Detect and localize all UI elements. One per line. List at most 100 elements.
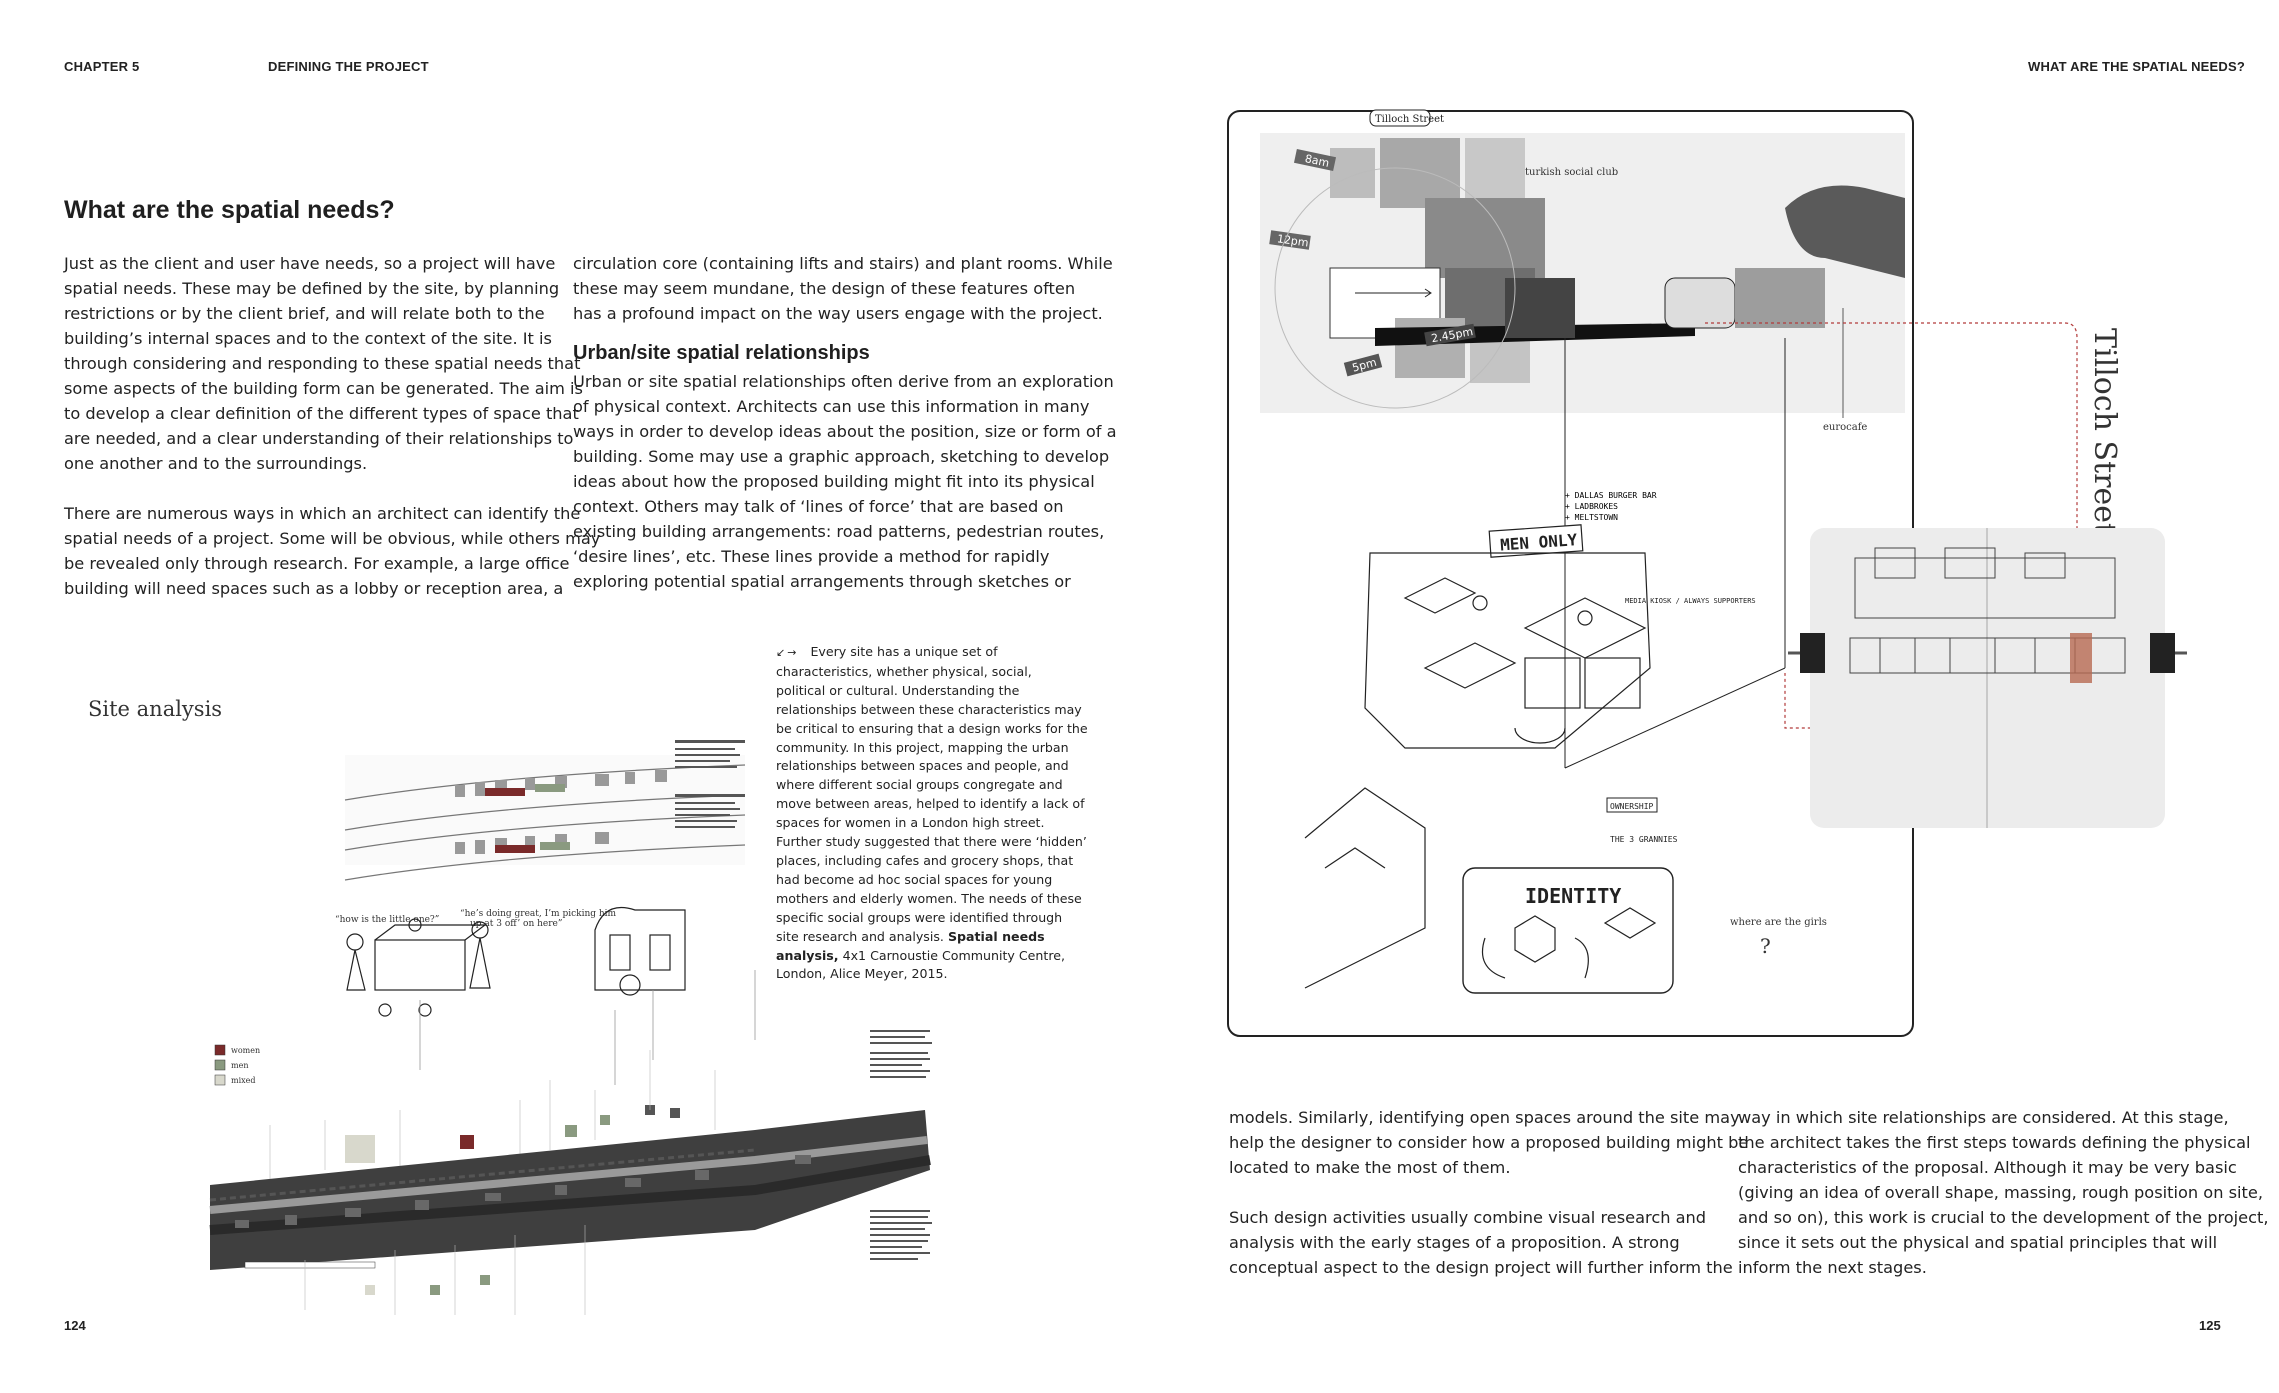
identity-box xyxy=(1462,867,1674,994)
caption-line: specific social groups were identified t… xyxy=(776,909,1063,925)
turkish-label: turkish social club xyxy=(1525,167,1618,178)
caption-line: spaces for women in a London high street… xyxy=(776,815,1045,831)
time-tag-5pm: 5pm xyxy=(1351,356,1378,375)
lower-markers xyxy=(304,1225,586,1315)
legend: women men mixed xyxy=(214,1044,260,1086)
caption-line: mothers and elderly women. The needs of … xyxy=(776,890,1082,906)
left-col1-line: building will need spaces such as a lobb… xyxy=(64,579,564,598)
left-col2-line: of physical context. Architects can use … xyxy=(573,397,1090,416)
question-mark: ? xyxy=(1760,934,1771,958)
caption-line: relationships between spaces and people,… xyxy=(776,758,1069,774)
speech-label-2: “he’s doing great, I’m picking him xyxy=(460,908,617,919)
right-col2-line: (giving an idea of overall shape, massin… xyxy=(1738,1183,2263,1202)
left-col1-line: some aspects of the building form can be… xyxy=(64,379,583,398)
caption-line: had become ad hoc social spaces for youn… xyxy=(776,871,1053,887)
binder-clip-left xyxy=(1800,633,1825,673)
paragraph-2: There are numerous ways in which an arch… xyxy=(64,501,600,601)
caption-line: political or cultural. Understanding the xyxy=(776,682,1020,698)
paragraph-6: Such design activities usually combine v… xyxy=(1229,1205,1748,1280)
caption-line: Further study suggested that there were … xyxy=(776,834,1087,850)
legend-swatch-women xyxy=(214,1044,226,1056)
street-vertical-label: Tilloch Street xyxy=(2087,328,2122,535)
sketch-note: MEDIA KIOSK / ALWAYS SUPPORTERS xyxy=(1625,597,1756,605)
running-title: WHAT ARE THE SPATIAL NEEDS? xyxy=(2028,59,2246,74)
map-markers xyxy=(269,1050,716,1180)
right-col1-line: Such design activities usually combine v… xyxy=(1229,1208,1707,1227)
caption-line: move between areas, helped to identify a… xyxy=(776,796,1085,812)
left-col2-line: has a profound impact on the way users e… xyxy=(573,304,1103,323)
right-column-1: models. Similarly, identifying open spac… xyxy=(1229,1105,1748,1305)
caption-line: characteristics, whether physical, socia… xyxy=(776,663,1032,679)
identity-sketch xyxy=(1481,907,1657,979)
speech-label-2b: up at 3 off’ on here” xyxy=(470,919,562,929)
highlight-mark xyxy=(2070,633,2092,683)
page-number-right: 125 xyxy=(2199,1318,2221,1333)
figure-title: Site analysis xyxy=(88,697,223,721)
legend-swatch-mixed xyxy=(214,1074,226,1086)
right-col2-line: since it sets out the physical and spati… xyxy=(1738,1233,2218,1252)
left-col2-line: ways in order to develop ideas about the… xyxy=(573,422,1117,441)
sketchbook xyxy=(1788,528,2187,828)
left-column-2: circulation core (containing lifts and s… xyxy=(573,251,1117,594)
left-col2-line: Urban or site spatial relationships ofte… xyxy=(573,372,1114,391)
left-col1-line: through considering and responding to th… xyxy=(64,354,581,373)
paragraph-3: circulation core (containing lifts and s… xyxy=(573,251,1117,326)
people-sketch xyxy=(346,918,491,1017)
note-ladbrokes: + LADBROKES xyxy=(1565,502,1618,511)
urban-relationships-figure: Tilloch Street 8am 12pm 2.45pm 5pm turki… xyxy=(1227,109,2187,1037)
left-col2-line: context. Others may talk of ‘lines of fo… xyxy=(573,497,1064,516)
legend-label-men: men xyxy=(231,1061,248,1070)
caption-bold: Spatial needs xyxy=(947,928,1045,944)
left-col1-line: There are numerous ways in which an arch… xyxy=(64,504,581,523)
note-meltstown: + MELTSTOWN xyxy=(1565,513,1618,522)
figure-caption: ↙→ Every site has a unique set of charac… xyxy=(776,643,1088,984)
speech-label-1: “how is the little one?” xyxy=(335,914,439,925)
time-tag-12pm: 12pm xyxy=(1276,232,1309,249)
caption-tail: 4x1 Carnoustie Community Centre, xyxy=(838,947,1065,963)
site-analysis-figure: “how is the little one?” “he’s doing gre… xyxy=(209,740,932,1315)
left-col2-line: circulation core (containing lifts and s… xyxy=(573,254,1113,273)
right-col1-line: help the designer to consider how a prop… xyxy=(1229,1133,1749,1152)
left-col2-line: ideas about how the proposed building mi… xyxy=(573,472,1095,491)
identity-sign: IDENTITY xyxy=(1525,884,1621,908)
ownership-note: OWNERSHIP xyxy=(1610,802,1654,811)
grannies-note: THE 3 GRANNIES xyxy=(1610,835,1678,844)
legend-label-women: women xyxy=(231,1046,260,1055)
left-col1-line: to develop a clear definition of the dif… xyxy=(64,404,579,423)
caption-line: community. In this project, mapping the … xyxy=(776,739,1069,755)
chapter-label: CHAPTER 5 xyxy=(64,59,140,74)
eurocafe-label: eurocafe xyxy=(1823,422,1867,433)
page-title: What are the spatial needs? xyxy=(64,196,395,224)
caption-bold-2: analysis, xyxy=(776,947,839,963)
right-col2-line: way in which site relationships are cons… xyxy=(1738,1108,2229,1127)
caption-arrows-icon: ↙→ xyxy=(776,646,799,659)
right-col2-line: and so on), this work is crucial to the … xyxy=(1738,1208,2269,1227)
section-label: DEFINING THE PROJECT xyxy=(268,59,429,74)
time-tag-8am: 8am xyxy=(1304,152,1331,170)
left-col1-line: spatial needs. These may be defined by t… xyxy=(64,279,560,298)
paragraph-7: way in which site relationships are cons… xyxy=(1738,1105,2269,1280)
right-col1-line: models. Similarly, identifying open spac… xyxy=(1229,1108,1740,1127)
left-col1-line: are needed, and a clear understanding of… xyxy=(64,429,574,448)
dotted-link-line xyxy=(1705,322,2078,729)
men-only-sketch xyxy=(1304,524,1651,989)
page-number-left: 124 xyxy=(64,1318,86,1333)
legend-label-mixed: mixed xyxy=(231,1076,256,1085)
paragraph-4: Urban or site spatial relationships ofte… xyxy=(573,369,1117,594)
street-tag: Tilloch Street xyxy=(1375,114,1444,125)
left-col2-line: existing building arrangements: road pat… xyxy=(573,522,1105,541)
photo-collage xyxy=(1329,138,1905,383)
kiosk-sketch xyxy=(594,906,686,996)
note-dallas: + DALLAS BURGER BAR xyxy=(1565,491,1657,500)
right-col1-line: analysis with the early stages of a prop… xyxy=(1229,1233,1680,1252)
right-column-2: way in which site relationships are cons… xyxy=(1738,1105,2269,1305)
left-col2-line: exploring potential spatial arrangements… xyxy=(573,572,1071,591)
caption-line: relationships between these characterist… xyxy=(776,701,1082,717)
left-col1-line: spatial needs of a project. Some will be… xyxy=(64,529,601,548)
caption-line: be critical to ensuring that a design wo… xyxy=(776,720,1088,736)
clock-arc xyxy=(1274,167,1516,409)
right-col1-line: conceptual aspect to the design project … xyxy=(1229,1258,1733,1277)
binder-clip-right xyxy=(2150,633,2175,673)
right-col1-line: located to make the most of them. xyxy=(1229,1158,1511,1177)
hand-photo xyxy=(1785,185,1905,278)
